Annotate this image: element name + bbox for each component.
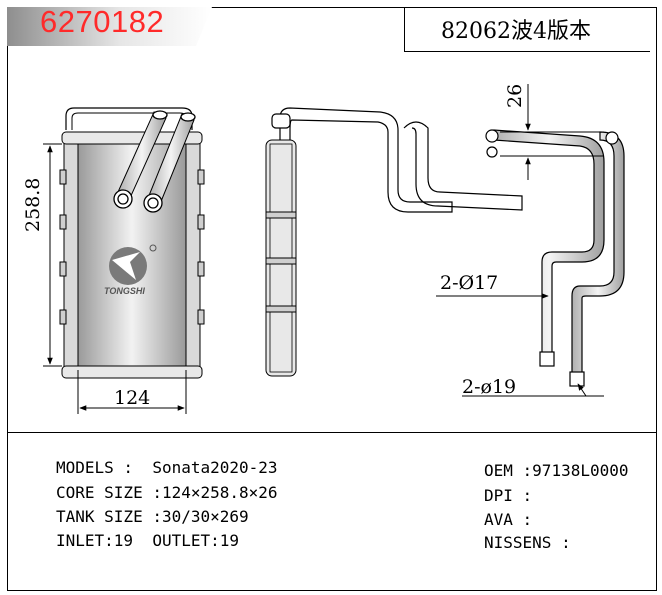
width-dimension-label: 124 [114, 387, 151, 409]
height-dimension-label: 258.8 [22, 177, 44, 232]
width-dimension [77, 370, 187, 414]
spec-oem: OEM :97138L0000 [484, 461, 629, 480]
part-number-banner [7, 7, 212, 46]
spec-models: MODELS : Sonata2020-23 [56, 458, 278, 477]
part-number-badge: 6270182 [0, 0, 205, 46]
offset-dimension-label: 26 [504, 83, 526, 108]
spec-nissens: NISSENS : [484, 533, 571, 552]
spec-tank-size: TANK SIZE :30/30×269 [56, 507, 249, 526]
logo-text: TONGSHI [104, 286, 145, 296]
part-number: 6270182 [40, 4, 165, 39]
spec-dpi: DPI : [484, 486, 533, 505]
pipe-end-view [485, 129, 625, 387]
spec-inlet-outlet: INLET:19 OUTLET:19 [56, 531, 240, 550]
version-title: 82062波4版本 [441, 19, 591, 44]
side-view [265, 107, 523, 377]
front-view [59, 107, 205, 379]
drawing-sheet [7, 7, 657, 591]
pipe-small-label: 2-Ø17 [440, 272, 499, 294]
offset-dimension [500, 84, 604, 180]
tongshi-logo [109, 244, 157, 285]
section-divider [7, 432, 657, 433]
pipe-large-label: 2-ø19 [462, 376, 517, 398]
spec-core-size: CORE SIZE :124×258.8×26 [56, 483, 278, 502]
spec-ava: AVA : [484, 510, 533, 529]
version-title-box: 82062波4版本 [404, 7, 650, 52]
height-dimension [43, 143, 62, 367]
pipe-leaders [436, 293, 604, 397]
